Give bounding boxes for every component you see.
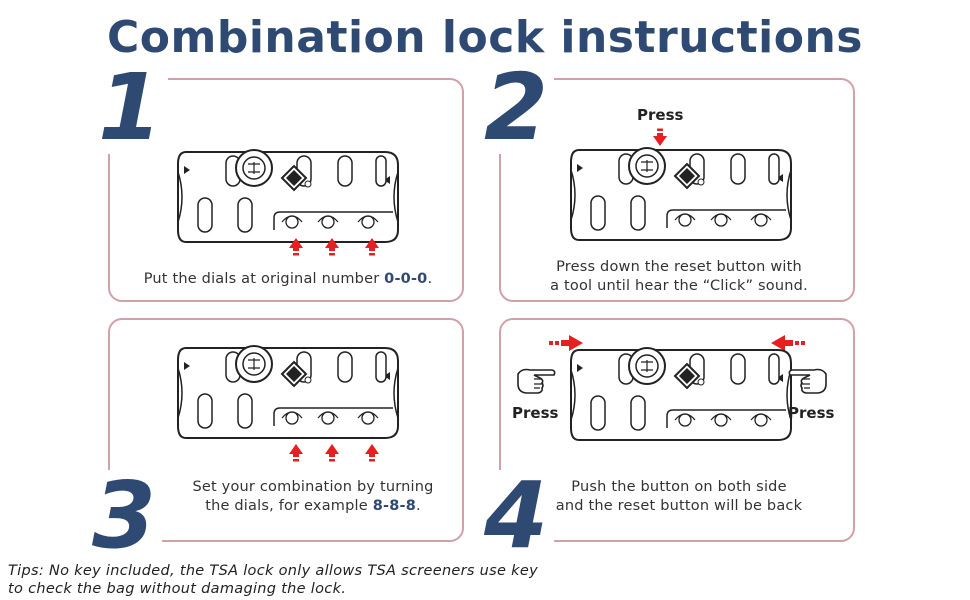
arrow-up-icon [365,444,379,462]
step-2-caption: Press down the reset button with a tool … [550,259,808,294]
arrow-up-icon [325,444,339,462]
step-4-caption: Push the button on both side and the res… [555,479,803,514]
arrow-up-icon [289,238,303,256]
pointing-hand-icon [788,368,827,394]
padlock-illustration [177,345,399,439]
arrow-up-icon [289,444,303,462]
arrow-up-icon [325,238,339,256]
press-label: Press [637,106,684,124]
arrow-down-icon [653,128,667,146]
page-title: Combination lock instructions [106,12,863,63]
arrow-left-icon [771,335,805,351]
tips-note: Tips: No key included, the TSA lock only… [8,563,538,597]
step-1-caption: Put the dials at original number 0-0-0. [143,271,433,287]
step-1-number: 1 [92,62,169,154]
arrow-up-icon [365,238,379,256]
press-label-right: Press [788,404,835,422]
step-2-number: 2 [478,62,555,154]
step-3-panel: Set your combination by turning the dial… [108,318,464,542]
pointing-hand-icon [517,368,556,394]
step-4-panel: Push the button on both side and the res… [499,318,855,542]
padlock-illustration [570,147,792,241]
padlock-illustration [177,149,399,243]
padlock-illustration [570,347,792,441]
step-3-caption: Set your combination by turning the dial… [192,479,434,514]
step-2-panel: Press Press down the reset button with a… [499,78,855,302]
arrow-right-icon [549,335,583,351]
step-4-number: 4 [478,470,555,562]
press-label-left: Press [512,404,559,422]
step-3-number: 3 [86,470,163,562]
